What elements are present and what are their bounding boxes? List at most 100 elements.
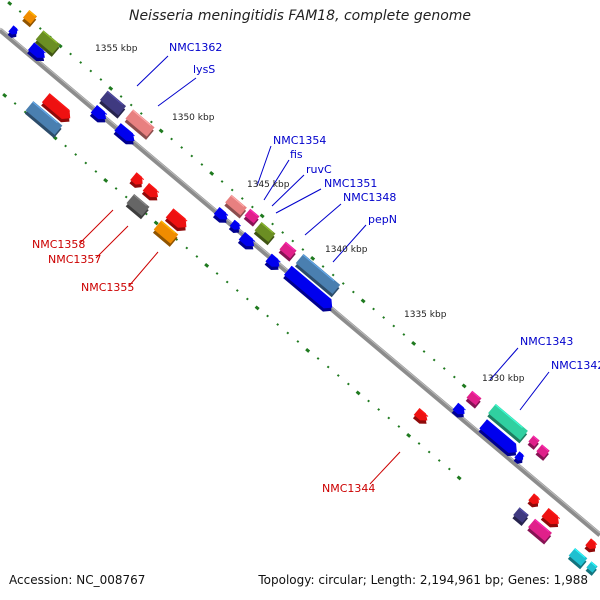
gene-label-nmc1344[interactable]: NMC1344 — [322, 482, 375, 495]
gene-feature[interactable] — [26, 42, 49, 65]
gene-feature[interactable] — [277, 241, 297, 262]
gene-feature[interactable] — [212, 207, 232, 226]
tick-mark — [286, 331, 290, 335]
gene-feature[interactable] — [21, 9, 38, 28]
gene-highlight — [233, 220, 241, 227]
gene-feature[interactable] — [228, 219, 244, 236]
gene-feature[interactable] — [584, 561, 598, 576]
tick-mark — [456, 475, 462, 481]
gene-highlight — [532, 435, 539, 441]
tick-mark — [74, 153, 78, 156]
gene-feature[interactable] — [567, 548, 589, 570]
gene-feature[interactable] — [412, 408, 432, 427]
gene-label-nmc1358[interactable]: NMC1358 — [32, 238, 85, 251]
gene-feature[interactable] — [24, 101, 64, 139]
gene-feature[interactable] — [152, 220, 180, 247]
gene-feature[interactable] — [237, 232, 259, 253]
gene-label-pepn[interactable]: pepN — [368, 213, 397, 226]
gene-feature[interactable] — [243, 208, 261, 227]
gene-body — [114, 123, 135, 142]
gene-highlight — [471, 391, 480, 399]
leader-line — [304, 203, 342, 236]
gene-labels: NMC1362 lysS NMC1354 fis ruvC NMC1351 NM… — [32, 41, 600, 495]
tick-mark — [250, 205, 254, 209]
tick-mark — [411, 340, 417, 346]
gene-feature[interactable] — [112, 123, 138, 148]
gene-body — [244, 208, 260, 224]
gene-feature[interactable] — [6, 25, 20, 40]
tick-mark — [406, 432, 412, 438]
gene-feature[interactable] — [98, 90, 127, 119]
tick-mark — [64, 144, 68, 148]
tick-mark — [417, 442, 421, 445]
gene-highlight — [12, 25, 19, 31]
gene-body — [27, 42, 45, 58]
gene-feature[interactable] — [164, 208, 192, 235]
gene-feature[interactable] — [486, 403, 529, 444]
gene-body — [153, 220, 179, 244]
gene-feature[interactable] — [583, 538, 600, 555]
tick-mark — [245, 297, 249, 301]
gene-feature[interactable] — [253, 221, 277, 246]
gene-feature[interactable] — [34, 30, 62, 57]
gene-feature[interactable] — [223, 194, 248, 219]
gene-feature[interactable] — [465, 390, 483, 409]
gene-feature[interactable] — [534, 444, 551, 461]
gene-feature[interactable] — [282, 265, 337, 316]
gene-feature[interactable] — [526, 518, 553, 545]
gene-feature[interactable] — [125, 193, 151, 220]
gene-label-lyss[interactable]: lysS — [193, 63, 215, 76]
gene-highlight — [96, 105, 108, 115]
tick-mark — [346, 382, 350, 386]
gene-body — [213, 207, 228, 220]
gene-label-ruvc[interactable]: ruvC — [306, 163, 332, 176]
gene-label-nmc1355[interactable]: NMC1355 — [81, 281, 134, 294]
gene-body — [413, 408, 428, 421]
genome-summary-text: Topology: circular; Length: 2,194,961 bp… — [258, 573, 588, 587]
gene-feature[interactable] — [40, 93, 75, 126]
label-leader-lines — [79, 55, 550, 485]
gene-feature[interactable] — [526, 435, 540, 450]
tick-mark — [185, 246, 189, 250]
tick-mark — [108, 85, 114, 91]
gene-highlight — [302, 254, 335, 282]
gene-feature[interactable] — [540, 507, 564, 531]
gene-body — [513, 507, 529, 523]
gene-feature[interactable] — [128, 172, 147, 191]
tick-mark — [382, 316, 386, 319]
gene-feature[interactable] — [141, 183, 163, 204]
gene-feature[interactable] — [512, 451, 526, 466]
tick-mark — [230, 188, 234, 192]
scale-label: 1335 kbp — [404, 310, 447, 320]
gene-feature[interactable] — [123, 109, 155, 140]
gene-feature[interactable] — [294, 253, 342, 298]
tick-mark — [296, 340, 300, 343]
tick-mark — [316, 357, 320, 360]
gene-label-nmc1348[interactable]: NMC1348 — [343, 191, 396, 204]
tick-mark — [190, 154, 194, 158]
tick-mark — [331, 273, 335, 277]
tick-mark — [301, 248, 305, 251]
gene-feature[interactable] — [526, 493, 543, 510]
gene-feature[interactable] — [451, 402, 469, 421]
gene-highlight — [244, 232, 256, 242]
gene-body — [541, 507, 559, 525]
tick-mark — [271, 222, 274, 226]
tick-mark — [326, 365, 330, 369]
gene-label-nmc1362[interactable]: NMC1362 — [169, 41, 222, 54]
gene-label-fis[interactable]: fis — [290, 148, 303, 161]
gene-label-nmc1351[interactable]: NMC1351 — [324, 177, 377, 190]
gene-feature[interactable] — [511, 507, 530, 526]
gene-label-nmc1342[interactable]: NMC1342 — [551, 359, 600, 372]
gene-label-nmc1343[interactable]: NMC1343 — [520, 335, 573, 348]
gene-highlight — [135, 172, 145, 181]
gene-feature[interactable] — [263, 253, 283, 274]
gene-highlight — [518, 507, 528, 516]
gene-feature[interactable] — [477, 419, 521, 460]
gene-feature[interactable] — [89, 105, 111, 126]
gene-highlight — [148, 183, 160, 193]
gene-label-nmc1357[interactable]: NMC1357 — [48, 253, 101, 266]
gene-highlight — [119, 123, 135, 137]
gene-label-nmc1354[interactable]: NMC1354 — [273, 134, 326, 147]
